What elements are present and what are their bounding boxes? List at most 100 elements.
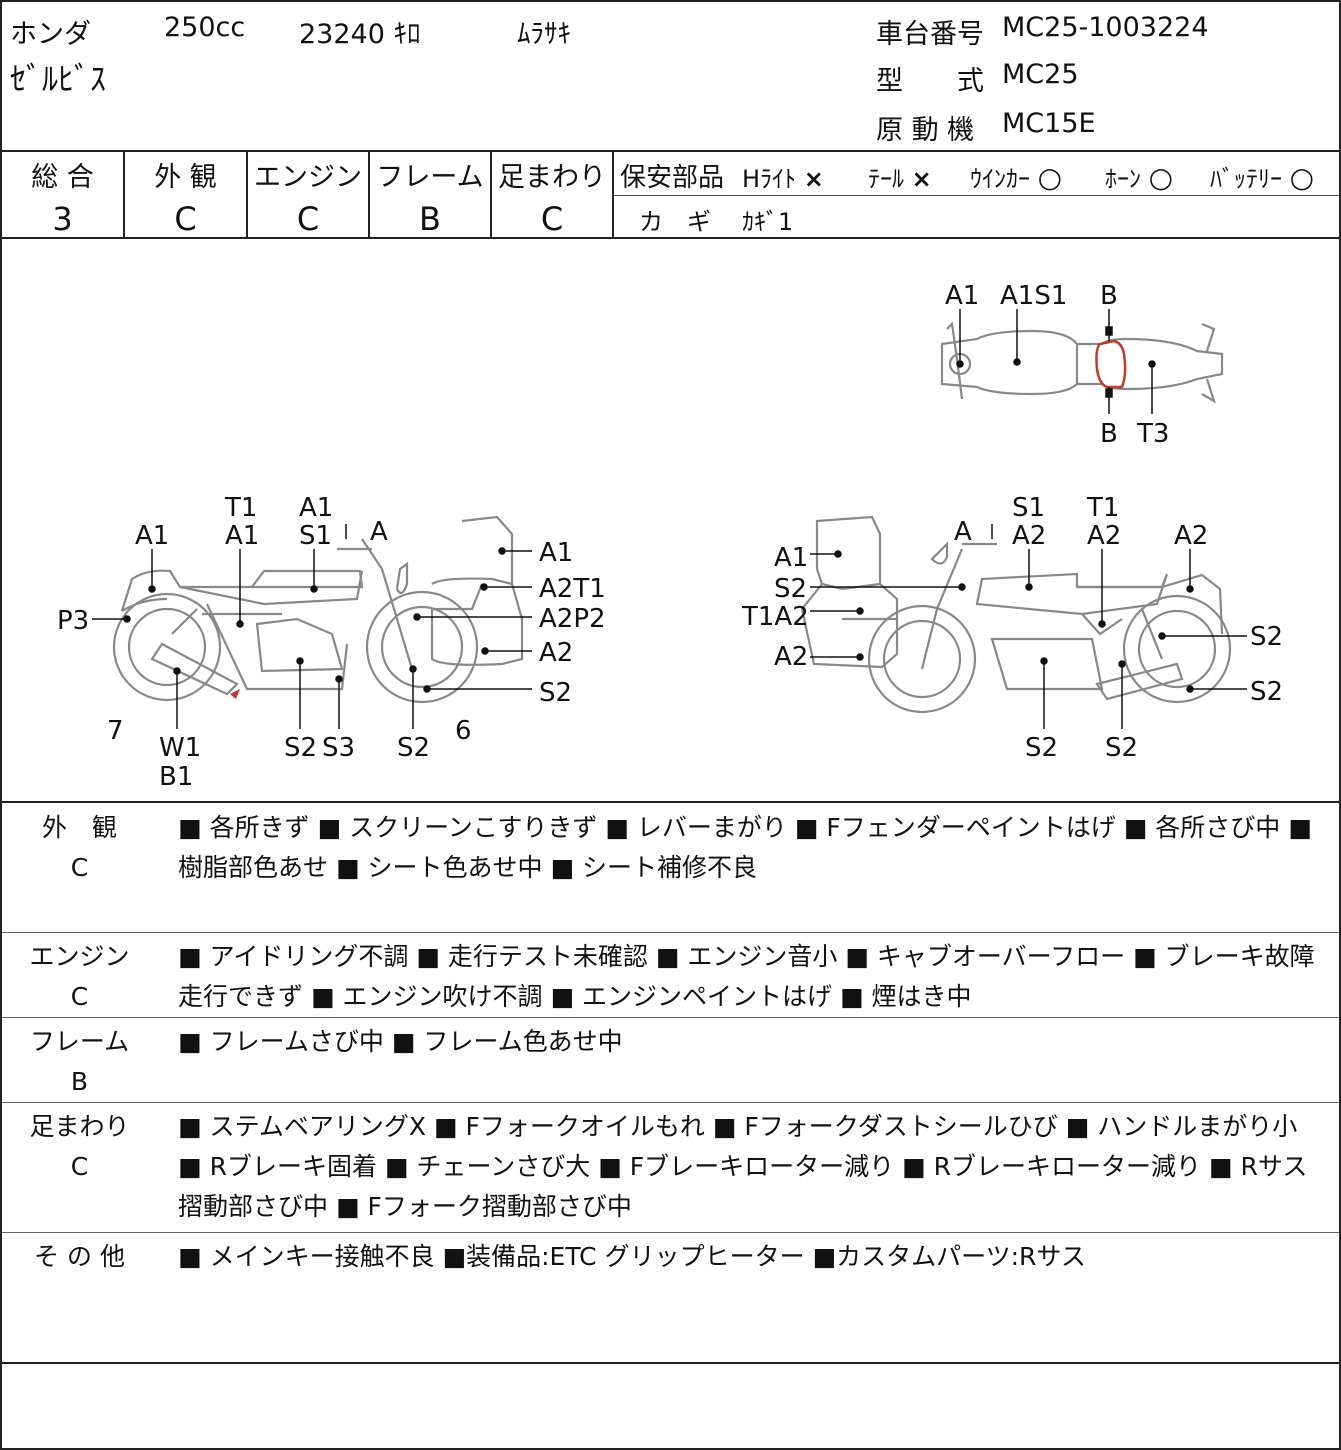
diagram-label: S2	[1105, 733, 1138, 763]
safety-item-mark: ○	[1289, 161, 1315, 194]
diagram-label: B1	[159, 762, 193, 792]
grade-suspension: 足まわり C	[492, 153, 612, 238]
diagram-label: A2	[1087, 521, 1121, 551]
safety-item-mark: ×	[803, 165, 824, 193]
key-value: ｶｷﾞ1	[742, 208, 794, 236]
left-side-bike-outline	[112, 515, 524, 704]
diagram-label: A2	[539, 638, 573, 668]
divider	[2, 932, 1339, 933]
damage-mark-red	[230, 689, 240, 699]
section-frame-text: ■ フレームさび中 ■ フレーム色あせ中	[178, 1027, 623, 1056]
divider	[2, 1362, 1339, 1364]
grade-exterior-value: C	[174, 200, 197, 238]
section-grade: C	[70, 853, 89, 882]
diagram-label: W1	[159, 733, 201, 763]
model-name: ｾﾞﾙﾋﾞｽ	[10, 60, 107, 98]
safety-item-mark: ○	[1037, 161, 1063, 194]
diagram-label: A1S1	[1000, 281, 1067, 311]
grade-engine-label: エンジン	[254, 162, 362, 193]
section-other-text: ■ メインキー接触不良 ■装備品:ETC グリップヒーター ■カスタムパーツ:R…	[178, 1242, 1086, 1271]
frame-no: MC25-1003224	[1002, 12, 1209, 43]
safety-item-mark: ○	[1148, 161, 1174, 194]
diagram-label: S1	[1012, 493, 1045, 523]
divider	[123, 152, 125, 238]
section-engine-text: ■ アイドリング不調 ■ 走行テスト未確認 ■ エンジン音小 ■ キャブオーバー…	[178, 942, 1315, 1011]
diagram-label: S2	[1250, 622, 1283, 652]
diagram-label: A2	[774, 642, 808, 672]
safety-item-headlight: Hﾗｲﾄ ×	[742, 159, 824, 194]
safety-item-winker: ｳｲﾝｶｰ ○	[970, 159, 1062, 194]
diagram-label: A1	[135, 521, 169, 551]
section-label: フレーム	[29, 1027, 130, 1056]
diagram-label: S2	[1250, 677, 1283, 707]
safety-label: 保安部品	[620, 163, 725, 193]
diagram-label: A	[370, 517, 388, 547]
grade-suspension-value: C	[540, 200, 564, 238]
section-label: 足まわり	[29, 1112, 130, 1141]
section-grade: C	[70, 1152, 89, 1181]
diagram-label: A1	[539, 538, 573, 568]
color: ﾑﾗｻｷ	[517, 19, 571, 50]
safety-item-name: ﾎｰﾝ	[1105, 165, 1141, 193]
grade-frame-label: フレーム	[376, 162, 484, 193]
divider	[2, 237, 1339, 239]
grade-engine: エンジン C	[248, 153, 368, 238]
grade-frame: フレーム B	[370, 153, 490, 238]
diagram-label: 7	[107, 716, 124, 746]
section-exterior-text: ■ 各所きず ■ スクリーンこすりきず ■ レバーまがり ■ Fフェンダーペイン…	[178, 813, 1312, 882]
key-label: カ ギ	[639, 208, 711, 236]
safety-item-mark: ×	[911, 165, 932, 193]
diagram-label: A1	[945, 281, 979, 311]
section-exterior-label: 外 観 C	[2, 808, 157, 888]
divider	[614, 195, 1339, 196]
grade-engine-value: C	[296, 200, 320, 238]
divider	[2, 801, 1339, 803]
diagram-label: S1	[299, 521, 332, 551]
divider	[612, 152, 614, 238]
divider	[368, 152, 370, 238]
grade-suspension-label: 足まわり	[498, 162, 606, 193]
engine: MC15E	[1002, 108, 1096, 139]
section-frame-label: フレーム B	[2, 1022, 157, 1102]
diagram-label: P3	[57, 606, 89, 636]
safety-item-horn: ﾎｰﾝ ○	[1105, 159, 1173, 194]
safety-item-name: ﾃｰﾙ	[868, 165, 904, 193]
type-label: 型 式	[876, 66, 984, 97]
displacement: 250cc	[164, 12, 246, 43]
section-label: 外 観	[41, 813, 117, 842]
diagram-label: A2	[1174, 521, 1208, 551]
safety-item-name: ｳｲﾝｶｰ	[970, 165, 1030, 193]
divider	[2, 150, 1339, 152]
damage-mark-red	[1095, 339, 1127, 389]
diagram-label: A	[954, 517, 972, 547]
section-engine-label: エンジン C	[2, 937, 157, 1017]
section-suspension-label: 足まわり C	[2, 1107, 157, 1187]
diagram-label: A1	[299, 493, 333, 523]
grade-exterior: 外 観 C	[125, 153, 246, 238]
top-view-bike-outline	[940, 321, 1224, 404]
section-grade: B	[70, 1067, 89, 1096]
safety-item-name: Hﾗｲﾄ	[742, 165, 797, 193]
diagram-label: S2	[774, 574, 807, 604]
safety-item-name: ﾊﾞｯﾃﾘｰ	[1210, 165, 1282, 193]
frame-no-label: 車台番号	[876, 19, 984, 50]
diagram-label: T1	[224, 493, 257, 523]
grade-overall-label: 総 合	[31, 162, 94, 193]
diagram-label: T3	[1136, 419, 1169, 449]
diagram-label: S2	[1025, 733, 1058, 763]
type: MC25	[1002, 59, 1079, 90]
safety-item-battery: ﾊﾞｯﾃﾘｰ ○	[1210, 159, 1314, 194]
section-label: エンジン	[29, 942, 130, 971]
diagram-label: 6	[455, 716, 472, 746]
maker: ホンダ	[10, 19, 91, 50]
grade-exterior-label: 外 観	[154, 162, 217, 193]
grade-overall: 総 合 3	[2, 153, 123, 238]
diagram-label: S2	[284, 733, 317, 763]
diagram-label: A1	[774, 543, 808, 573]
divider	[2, 1017, 1339, 1018]
diagram-label: S3	[322, 733, 355, 763]
diagram-label: T1A2	[741, 602, 809, 632]
diagram-labels: A1 T1 A1 A1 S1 A A1 A2T1 A2P2 A2 S2 P3 7…	[57, 281, 1283, 792]
diagram-label: A2T1	[539, 574, 606, 604]
